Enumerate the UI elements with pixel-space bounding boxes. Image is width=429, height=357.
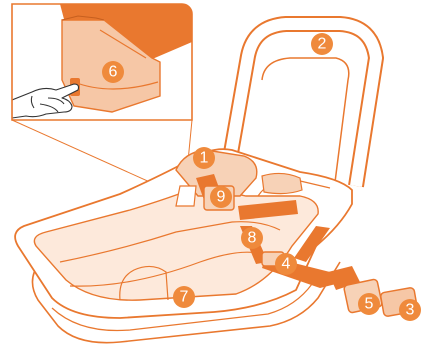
callout-number: 6	[109, 64, 118, 81]
callout-badge-3: 3	[399, 299, 421, 321]
callout-badge-7: 7	[173, 286, 195, 308]
callout-badge-1: 1	[193, 147, 215, 169]
callout-number: 9	[217, 189, 226, 206]
callout-badge-4: 4	[275, 253, 297, 275]
callout-number: 3	[406, 302, 415, 319]
callout-badge-8: 8	[241, 227, 263, 249]
callout-badge-5: 5	[358, 293, 380, 315]
callout-number: 8	[248, 230, 257, 247]
callout-badge-9: 9	[210, 186, 232, 208]
callout-badge-6: 6	[102, 61, 124, 83]
callout-number: 5	[365, 296, 374, 313]
callout-number: 7	[180, 289, 189, 306]
callout-number: 1	[200, 150, 209, 167]
callout-badge-2: 2	[311, 33, 333, 55]
callout-number: 4	[282, 256, 291, 273]
inset-detail-panel	[12, 4, 192, 120]
seat-shell	[15, 149, 352, 343]
callout-number: 2	[318, 36, 327, 53]
